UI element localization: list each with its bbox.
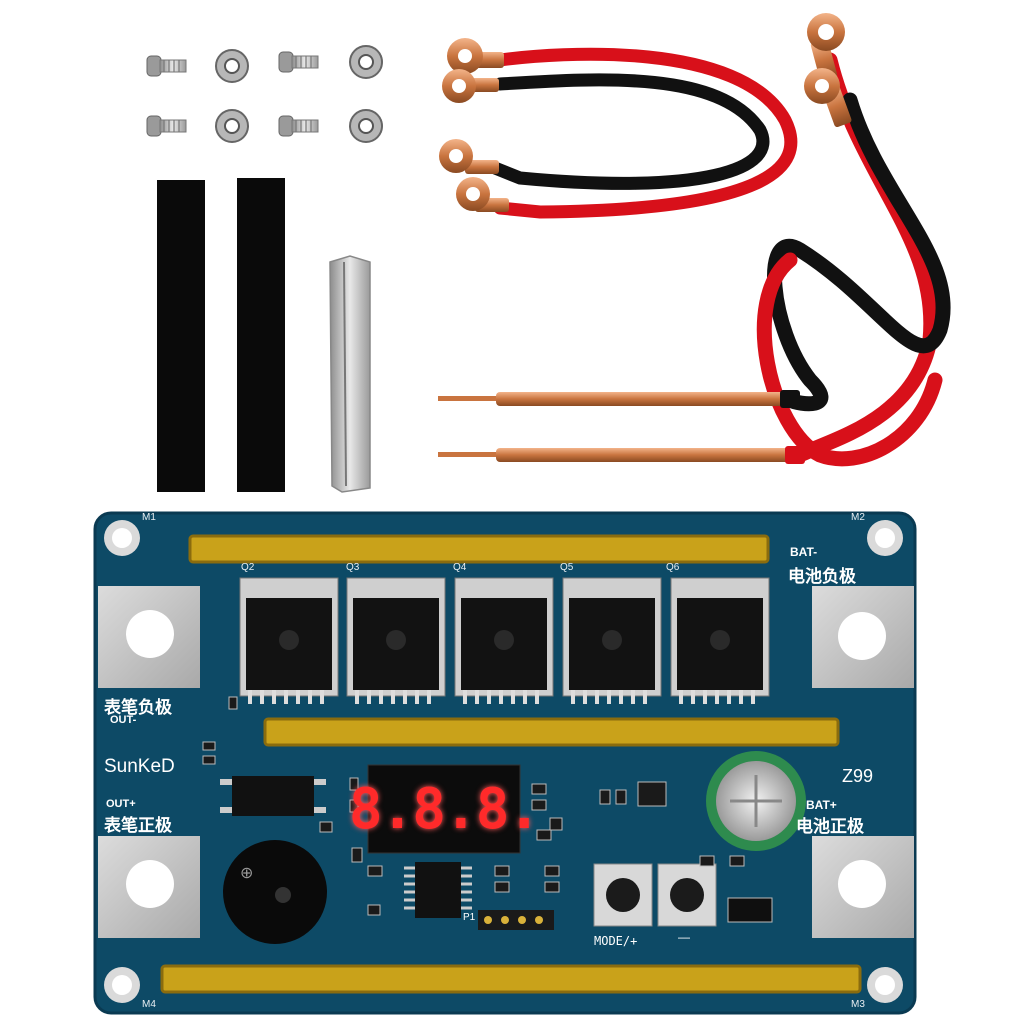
- mosfet: [670, 577, 770, 704]
- out-neg-cn-label: 表笔负极: [104, 698, 172, 717]
- bat-pos-cn-label: 电池正极: [796, 817, 864, 836]
- led-display: [367, 764, 521, 854]
- buzzer: ⊕: [223, 840, 327, 944]
- screw-icon: [278, 115, 319, 137]
- corner-label-m1: M1: [142, 512, 156, 523]
- minus-button[interactable]: [657, 863, 717, 927]
- optocoupler-chip: [220, 776, 326, 816]
- out-pos-en-label: OUT+: [106, 798, 136, 810]
- mount-hole-icon: [104, 520, 140, 556]
- cable-pair-short: [439, 38, 798, 219]
- mosfet: [239, 577, 339, 704]
- mount-hole-icon: [867, 520, 903, 556]
- capacitor: [706, 751, 806, 851]
- welding-pen: [438, 390, 800, 408]
- bat-neg-en-label: BAT-: [790, 545, 818, 559]
- metal-clip: [329, 255, 371, 493]
- terminal-pad-out-neg: [98, 586, 200, 688]
- mosfet-label: Q5: [560, 562, 574, 573]
- screw-set: [146, 45, 383, 143]
- corner-label-m4: M4: [142, 999, 156, 1010]
- washer-icon: [215, 109, 249, 143]
- model-label: Z99: [842, 766, 874, 786]
- mosfet: [562, 577, 662, 704]
- corner-label-m2: M2: [851, 512, 865, 523]
- welding-pen-cables: [438, 13, 951, 467]
- washer-icon: [215, 49, 249, 83]
- bat-neg-cn-label: 电池负极: [788, 567, 856, 586]
- insulation-strip: [237, 178, 285, 492]
- corner-label-m3: M3: [851, 999, 865, 1010]
- washer-icon: [349, 109, 383, 143]
- copper-busbar: [263, 717, 840, 747]
- mosfet-label: Q3: [346, 562, 360, 573]
- terminal-pad-out-pos: [98, 836, 200, 938]
- mosfet-label: Q2: [241, 562, 255, 573]
- bat-pos-en-label: BAT+: [806, 798, 837, 812]
- brand-label: SunKeD: [104, 756, 175, 777]
- smd-components: [202, 696, 773, 923]
- mosfet: [454, 577, 554, 704]
- out-pos-cn-label: 表笔正极: [104, 816, 172, 835]
- copper-busbar: [188, 534, 770, 564]
- svg-text:⊕: ⊕: [240, 865, 253, 882]
- display-digits: 8.8.8.: [349, 768, 541, 850]
- screw-icon: [146, 55, 187, 77]
- mosfet-label: Q4: [453, 562, 467, 573]
- copper-busbar: [160, 964, 862, 994]
- mode-plus-label: MODE/+: [594, 934, 638, 948]
- display-readout: 8.8.8.: [348, 776, 541, 842]
- mount-hole-icon: [104, 967, 140, 1003]
- terminal-pad-bat-pos: [812, 836, 914, 938]
- out-neg-en-label: OUT-: [110, 714, 137, 726]
- mount-hole-icon: [867, 967, 903, 1003]
- screw-icon: [278, 51, 319, 73]
- pin-header: [478, 910, 554, 930]
- insulation-strip: [157, 180, 205, 492]
- mosfet-row: [239, 577, 770, 704]
- accessories-scene: [146, 13, 951, 493]
- washer-icon: [349, 45, 383, 79]
- controller-ic: [404, 862, 472, 918]
- welding-pen: [438, 446, 805, 464]
- mosfet-label: Q6: [666, 562, 680, 573]
- terminal-pad-bat-neg: [812, 586, 914, 688]
- p1-label: P1: [463, 912, 476, 923]
- screw-icon: [146, 115, 187, 137]
- minus-label: —: [678, 930, 690, 944]
- mode-plus-button[interactable]: [593, 863, 653, 927]
- mosfet: [346, 577, 446, 704]
